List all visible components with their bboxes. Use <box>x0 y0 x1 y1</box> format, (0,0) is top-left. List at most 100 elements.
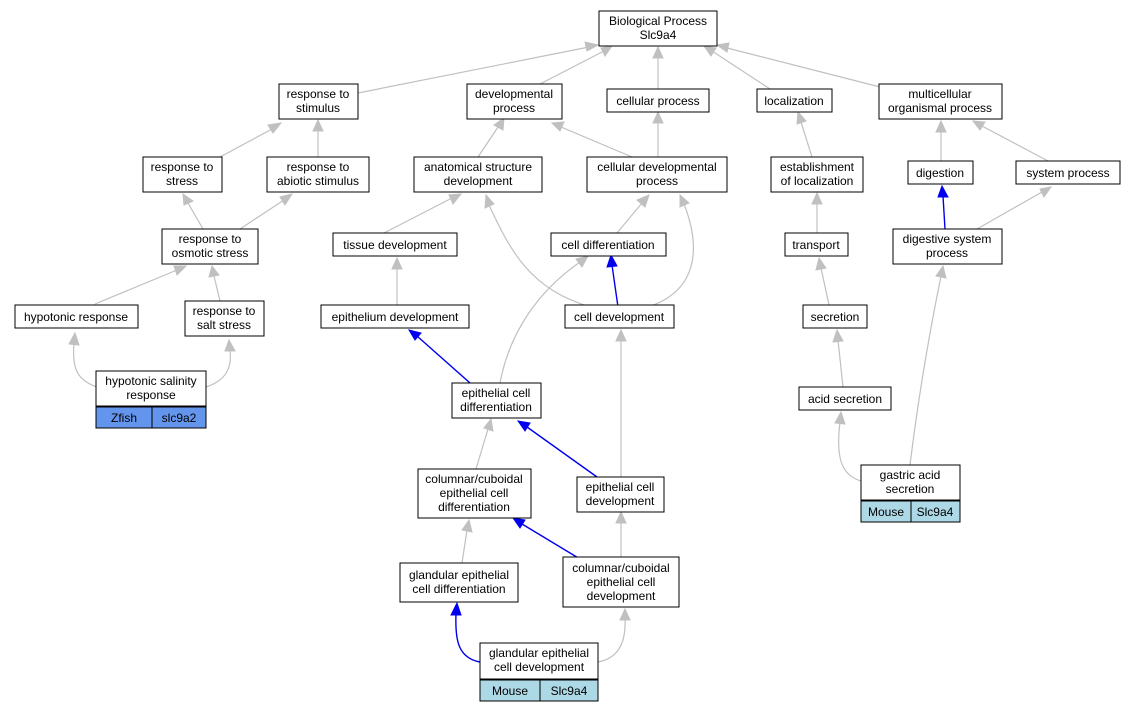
node-secretion[interactable]: secretion <box>802 304 868 329</box>
edge-arrowhead <box>391 256 403 270</box>
node-system-process[interactable]: system process <box>1015 160 1121 185</box>
node-label-line: development <box>444 174 513 188</box>
edge-arrowhead <box>484 193 495 209</box>
node-label-line: cell development <box>574 310 665 324</box>
node-label-line: localization <box>764 94 823 108</box>
node-label-line: development <box>586 494 655 508</box>
edge-osmotic-to-abiotic <box>239 199 285 230</box>
node-cell-differentiation[interactable]: cell differentiation <box>550 232 667 257</box>
node-gastric-acid-secretion[interactable]: gastric acid secretion Mouse Slc9a4 <box>860 464 961 523</box>
edge-response-to-stimulus-to-bp <box>357 46 590 94</box>
node-response-to-salt-stress[interactable]: response to salt stress <box>184 300 265 337</box>
edge-tissue-to-anatomical <box>383 197 453 234</box>
node-epithelial-cell-differentiation[interactable]: epithelial cell differentiation <box>451 382 542 419</box>
node-label-line: glandular epithelial <box>489 646 589 660</box>
node-label-line: osmotic stress <box>172 246 249 260</box>
node-cellular-developmental-process[interactable]: cellular developmental process <box>586 156 728 193</box>
annotation-species: Mouse <box>492 684 528 698</box>
node-box <box>564 304 675 329</box>
node-label-line: response to <box>151 160 214 174</box>
node-response-to-stress[interactable]: response to stress <box>142 156 223 193</box>
edge-colcub-dev-part-of-colcub-diff <box>521 523 581 560</box>
node-box <box>550 232 667 257</box>
node-label-line: epithelium development <box>332 310 459 324</box>
node-columnar-cuboidal-epithelial-cell-differentiation[interactable]: columnar/cuboidal epithelial cell differ… <box>417 468 532 519</box>
edge-arrowhead <box>448 193 463 205</box>
node-label-line: process <box>636 174 678 188</box>
edge-glandular-dev-to-colcub-dev <box>597 618 626 663</box>
edge-colcub-diff-to-epicelldiff <box>475 428 489 470</box>
node-multicellular-organismal-process[interactable]: multicellular organismal process <box>878 83 1003 120</box>
edge-arrowhead <box>935 264 947 279</box>
node-acid-secretion[interactable]: acid secretion <box>798 386 892 411</box>
edge-arrowhead <box>702 45 717 57</box>
node-label-line: development <box>587 589 656 603</box>
node-cell-development[interactable]: cell development <box>564 304 675 329</box>
node-label-line: differentiation <box>460 400 532 414</box>
node-digestion[interactable]: digestion <box>907 160 974 185</box>
node-label-line: response to <box>193 304 256 318</box>
node-epithelium-development[interactable]: epithelium development <box>320 304 470 329</box>
node-box <box>266 156 370 193</box>
node-label-line: multicellular <box>908 87 971 101</box>
node-label-line: abiotic stimulus <box>277 174 359 188</box>
annotation-gene-cell <box>539 679 599 702</box>
node-box <box>142 156 223 193</box>
edge-stress-to-stimulus <box>219 128 273 158</box>
annotation-gene-cell <box>910 500 961 523</box>
node-label-line: process <box>926 246 968 260</box>
node-box <box>451 382 542 419</box>
edge-arrowhead <box>511 517 526 529</box>
node-response-to-osmotic-stress[interactable]: response to osmotic stress <box>161 228 259 265</box>
node-localization[interactable]: localization <box>756 88 833 113</box>
node-cellular-process[interactable]: cellular process <box>606 88 710 113</box>
node-response-to-abiotic-stimulus[interactable]: response to abiotic stimulus <box>266 156 370 193</box>
edge-arrowhead <box>1039 186 1053 198</box>
node-label-line: epithelial cell <box>462 386 531 400</box>
node-box <box>878 83 1003 120</box>
node-hypotonic-salinity-response[interactable]: hypotonic salinity response Zfish slc9a2 <box>95 370 207 429</box>
node-anatomical-structure-development[interactable]: anatomical structure development <box>413 156 543 193</box>
node-box <box>802 304 868 329</box>
edge-localization-to-bp <box>711 50 771 90</box>
edge-arrowhead <box>279 193 294 206</box>
edge-arrowhead <box>68 331 80 346</box>
node-glandular-epithelial-cell-development[interactable]: glandular epithelial cell development Mo… <box>479 642 599 702</box>
edge-arrowhead <box>652 110 664 124</box>
node-columnar-cuboidal-epithelial-cell-development[interactable]: columnar/cuboidal epithelial cell develo… <box>562 556 680 608</box>
edge-celldev-to-cellular-dev <box>647 203 694 308</box>
edge-celldiff-to-cellular-dev <box>616 202 643 234</box>
node-label-line: stimulus <box>296 101 340 115</box>
node-developmental-process[interactable]: developmental process <box>466 83 563 120</box>
node-transport[interactable]: transport <box>784 232 849 257</box>
node-box <box>860 464 961 501</box>
annotation-gene: Slc9a4 <box>551 684 588 698</box>
edge-arrowhead <box>450 601 462 616</box>
node-tissue-development[interactable]: tissue development <box>332 232 458 257</box>
node-box <box>562 556 680 608</box>
node-epithelial-cell-development[interactable]: epithelial cell development <box>576 476 665 513</box>
node-box <box>278 83 359 120</box>
node-box <box>399 562 519 603</box>
edge-glandular-dev-part-of-glandular-diff <box>455 613 481 663</box>
node-label-line: stress <box>166 174 198 188</box>
edge-arrowhead <box>796 110 807 125</box>
node-box <box>798 386 892 411</box>
edge-arrowhead <box>493 116 505 131</box>
node-box <box>756 88 833 113</box>
node-establishment-of-localization[interactable]: establishment of localization <box>770 156 864 193</box>
node-label-line: Slc9a4 <box>640 28 677 42</box>
edge-gastric-to-acid-secretion <box>838 421 862 482</box>
edge-arrowhead <box>584 41 600 52</box>
node-response-to-stimulus[interactable]: response to stimulus <box>278 83 359 120</box>
node-label-line: cellular process <box>616 94 699 108</box>
node-hypotonic-response[interactable]: hypotonic response <box>14 304 139 329</box>
edge-arrowhead <box>615 328 627 342</box>
node-label-line: digestive system <box>903 232 992 246</box>
node-digestive-system-process[interactable]: digestive system process <box>892 228 1003 265</box>
node-label-line: transport <box>792 238 840 252</box>
node-biological-process[interactable]: Biological Process Slc9a4 <box>598 10 718 47</box>
node-glandular-epithelial-cell-differentiation[interactable]: glandular epithelial cell differentiatio… <box>399 562 519 603</box>
node-label-line: process <box>493 101 535 115</box>
node-label-line: columnar/cuboidal <box>572 561 669 575</box>
